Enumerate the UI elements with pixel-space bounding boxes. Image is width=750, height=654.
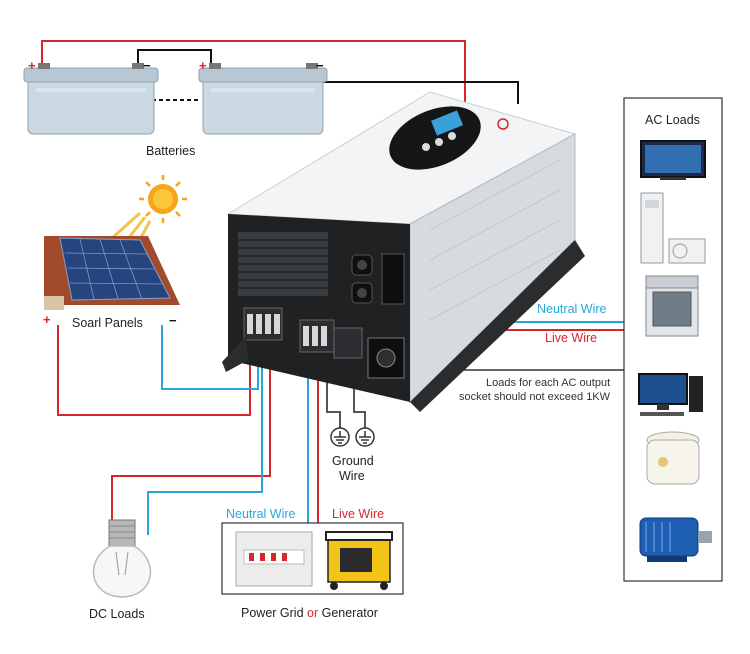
solar-minus: − [169,313,177,328]
live-wire-label: Live Wire [545,331,597,345]
grid-caption-part-2: Generator [318,606,378,620]
solar-plus: + [43,312,51,327]
ground-wire-1 [326,360,341,428]
solar-positive-wire [57,325,251,416]
ac-note-line-1: Loads for each AC output [486,377,610,389]
solar-panel-icon [44,236,180,310]
battery-2-minus: − [316,58,324,73]
tv-icon [640,140,706,180]
dc-load-neutral-wire [147,350,263,535]
battery-2 [198,63,328,135]
grid-neutral-label: Neutral Wire [226,507,296,521]
washing-machine-icon [645,275,699,337]
inverter-unit [222,91,585,412]
air-conditioner-icon [640,192,706,264]
grid-caption: Power Grid or Generator [241,606,378,620]
battery-1-minus: − [143,58,151,73]
ground-label-line-2: Wire [339,469,365,483]
ground-icon [330,427,350,447]
distribution-board-icon [235,531,313,587]
rice-cooker-icon [646,431,700,485]
light-bulb-icon [92,519,152,598]
dc-loads-label: DC Loads [89,607,145,621]
battery-2-plus: + [199,58,207,73]
generator-icon [325,531,393,590]
computer-icon [638,373,703,416]
battery-negative-wire [318,81,519,104]
battery-positive-wire [41,40,466,110]
grid-caption-part-1: Power Grid [241,606,307,620]
battery-series-wire [137,49,212,66]
battery-1 [23,63,159,135]
solar-panels-label: Soarl Panels [72,316,143,330]
dc-load-live-wire [111,350,271,522]
neutral-wire-label: Neutral Wire [537,302,607,316]
grid-caption-or: or [307,606,318,620]
battery-1-plus: + [28,58,36,73]
ac-note-line-2: socket should not exceed 1KW [459,391,611,403]
ac-loads-label: AC Loads [645,113,700,127]
ground-icon-2 [355,427,375,447]
electric-motor-icon [639,517,712,562]
inverter-logo [497,118,509,130]
inverter-display [389,106,481,170]
batteries-label: Batteries [146,144,195,158]
ground-label-line-1: Ground [332,454,374,468]
solar-negative-wire [161,325,259,390]
grid-live-label: Live Wire [332,507,384,521]
